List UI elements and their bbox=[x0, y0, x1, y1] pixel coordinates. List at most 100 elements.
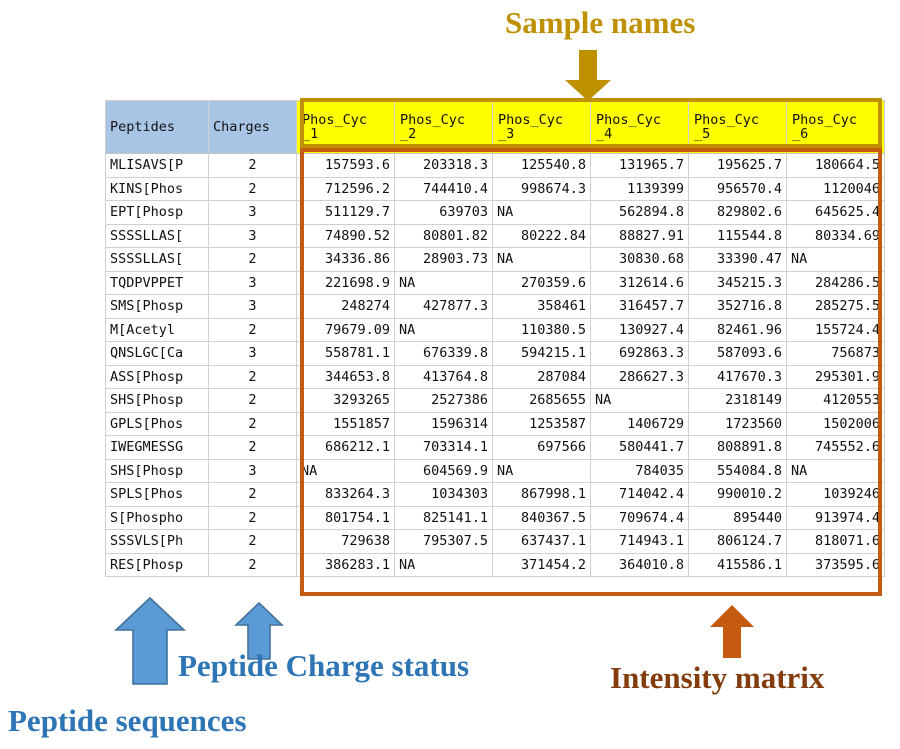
cell-intensity[interactable]: 155724.4 bbox=[786, 317, 885, 342]
cell-intensity[interactable]: 639703 bbox=[394, 200, 493, 225]
cell-peptide[interactable]: ASS[Phosp bbox=[105, 364, 209, 389]
cell-peptide[interactable]: SPLS[Phos bbox=[105, 482, 209, 507]
cell-intensity[interactable]: 558781.1 bbox=[296, 341, 395, 366]
cell-charge[interactable]: 3 bbox=[208, 223, 297, 248]
cell-charge[interactable]: 3 bbox=[208, 341, 297, 366]
cell-intensity[interactable]: 554084.8 bbox=[688, 458, 787, 483]
cell-intensity[interactable]: 818071.6 bbox=[786, 529, 885, 554]
cell-peptide[interactable]: MLISAVS[P bbox=[105, 153, 209, 178]
cell-intensity[interactable]: 956570.4 bbox=[688, 176, 787, 201]
cell-intensity[interactable]: 1034303 bbox=[394, 482, 493, 507]
cell-intensity[interactable]: 285275.5 bbox=[786, 294, 885, 319]
cell-charge[interactable]: 2 bbox=[208, 317, 297, 342]
cell-intensity[interactable]: 1139399 bbox=[590, 176, 689, 201]
cell-intensity[interactable]: 637437.1 bbox=[492, 529, 591, 554]
column-header-peptides[interactable]: Peptides bbox=[105, 100, 209, 154]
cell-peptide[interactable]: SSSSLLAS[ bbox=[105, 247, 209, 272]
cell-intensity[interactable]: 88827.91 bbox=[590, 223, 689, 248]
cell-charge[interactable]: 2 bbox=[208, 411, 297, 436]
cell-intensity[interactable]: 712596.2 bbox=[296, 176, 395, 201]
cell-peptide[interactable]: GPLS[Phos bbox=[105, 411, 209, 436]
cell-intensity[interactable]: 131965.7 bbox=[590, 153, 689, 178]
cell-peptide[interactable]: M[Acetyl bbox=[105, 317, 209, 342]
cell-intensity[interactable]: 364010.8 bbox=[590, 552, 689, 577]
cell-peptide[interactable]: IWEGMESSG bbox=[105, 435, 209, 460]
cell-intensity[interactable]: 697566 bbox=[492, 435, 591, 460]
cell-peptide[interactable]: QNSLGC[Ca bbox=[105, 341, 209, 366]
cell-intensity[interactable]: 287084 bbox=[492, 364, 591, 389]
cell-intensity[interactable]: 1039246 bbox=[786, 482, 885, 507]
cell-intensity[interactable]: 2527386 bbox=[394, 388, 493, 413]
cell-intensity[interactable]: 316457.7 bbox=[590, 294, 689, 319]
cell-intensity[interactable]: 703314.1 bbox=[394, 435, 493, 460]
cell-intensity[interactable]: 344653.8 bbox=[296, 364, 395, 389]
cell-intensity-na[interactable]: NA bbox=[492, 458, 591, 483]
cell-intensity[interactable]: 82461.96 bbox=[688, 317, 787, 342]
cell-intensity[interactable]: 417670.3 bbox=[688, 364, 787, 389]
cell-intensity-na[interactable]: NA bbox=[394, 270, 493, 295]
cell-intensity[interactable]: 345215.3 bbox=[688, 270, 787, 295]
cell-intensity[interactable]: 825141.1 bbox=[394, 505, 493, 530]
cell-intensity[interactable]: 511129.7 bbox=[296, 200, 395, 225]
cell-peptide[interactable]: S[Phospho bbox=[105, 505, 209, 530]
cell-intensity[interactable]: 352716.8 bbox=[688, 294, 787, 319]
cell-intensity[interactable]: 594215.1 bbox=[492, 341, 591, 366]
intensity-matrix-table[interactable]: Peptides Charges Phos_Cyc _1 Phos_Cyc _2… bbox=[105, 100, 885, 577]
cell-intensity[interactable]: 580441.7 bbox=[590, 435, 689, 460]
column-header-sample-3[interactable]: Phos_Cyc _3 bbox=[492, 100, 591, 154]
cell-intensity[interactable]: 1723560 bbox=[688, 411, 787, 436]
cell-intensity[interactable]: 729638 bbox=[296, 529, 395, 554]
cell-intensity[interactable]: 157593.6 bbox=[296, 153, 395, 178]
cell-intensity-na[interactable]: NA bbox=[492, 247, 591, 272]
cell-intensity[interactable]: 1120046 bbox=[786, 176, 885, 201]
cell-intensity[interactable]: 998674.3 bbox=[492, 176, 591, 201]
cell-intensity[interactable]: 195625.7 bbox=[688, 153, 787, 178]
cell-intensity[interactable]: 840367.5 bbox=[492, 505, 591, 530]
cell-intensity[interactable]: 74890.52 bbox=[296, 223, 395, 248]
cell-intensity-na[interactable]: NA bbox=[394, 317, 493, 342]
cell-intensity[interactable]: 1406729 bbox=[590, 411, 689, 436]
cell-intensity[interactable]: 371454.2 bbox=[492, 552, 591, 577]
cell-charge[interactable]: 3 bbox=[208, 200, 297, 225]
cell-intensity[interactable]: 415586.1 bbox=[688, 552, 787, 577]
cell-intensity-na[interactable]: NA bbox=[786, 458, 885, 483]
cell-intensity[interactable]: 80801.82 bbox=[394, 223, 493, 248]
cell-intensity[interactable]: 562894.8 bbox=[590, 200, 689, 225]
cell-intensity-na[interactable]: NA bbox=[590, 388, 689, 413]
cell-intensity[interactable]: 284286.5 bbox=[786, 270, 885, 295]
cell-peptide[interactable]: EPT[Phosp bbox=[105, 200, 209, 225]
cell-intensity[interactable]: 286627.3 bbox=[590, 364, 689, 389]
cell-peptide[interactable]: SHS[Phosp bbox=[105, 388, 209, 413]
column-header-sample-4[interactable]: Phos_Cyc _4 bbox=[590, 100, 689, 154]
cell-intensity[interactable]: 714943.1 bbox=[590, 529, 689, 554]
cell-peptide[interactable]: KINS[Phos bbox=[105, 176, 209, 201]
cell-intensity[interactable]: 1502006 bbox=[786, 411, 885, 436]
cell-intensity[interactable]: 745552.6 bbox=[786, 435, 885, 460]
cell-intensity[interactable]: 358461 bbox=[492, 294, 591, 319]
cell-intensity[interactable]: 221698.9 bbox=[296, 270, 395, 295]
cell-intensity[interactable]: 373595.6 bbox=[786, 552, 885, 577]
column-header-sample-1[interactable]: Phos_Cyc _1 bbox=[296, 100, 395, 154]
cell-peptide[interactable]: TQDPVPPET bbox=[105, 270, 209, 295]
cell-charge[interactable]: 2 bbox=[208, 505, 297, 530]
cell-intensity[interactable]: 79679.09 bbox=[296, 317, 395, 342]
cell-intensity[interactable]: 2318149 bbox=[688, 388, 787, 413]
cell-intensity[interactable]: 295301.9 bbox=[786, 364, 885, 389]
cell-intensity[interactable]: 312614.6 bbox=[590, 270, 689, 295]
cell-intensity[interactable]: 3293265 bbox=[296, 388, 395, 413]
cell-intensity[interactable]: 203318.3 bbox=[394, 153, 493, 178]
cell-intensity[interactable]: 829802.6 bbox=[688, 200, 787, 225]
cell-intensity[interactable]: 686212.1 bbox=[296, 435, 395, 460]
cell-intensity[interactable]: 125540.8 bbox=[492, 153, 591, 178]
cell-intensity-na[interactable]: NA bbox=[296, 458, 395, 483]
cell-intensity[interactable]: 913974.4 bbox=[786, 505, 885, 530]
cell-peptide[interactable]: SHS[Phosp bbox=[105, 458, 209, 483]
cell-intensity[interactable]: 867998.1 bbox=[492, 482, 591, 507]
